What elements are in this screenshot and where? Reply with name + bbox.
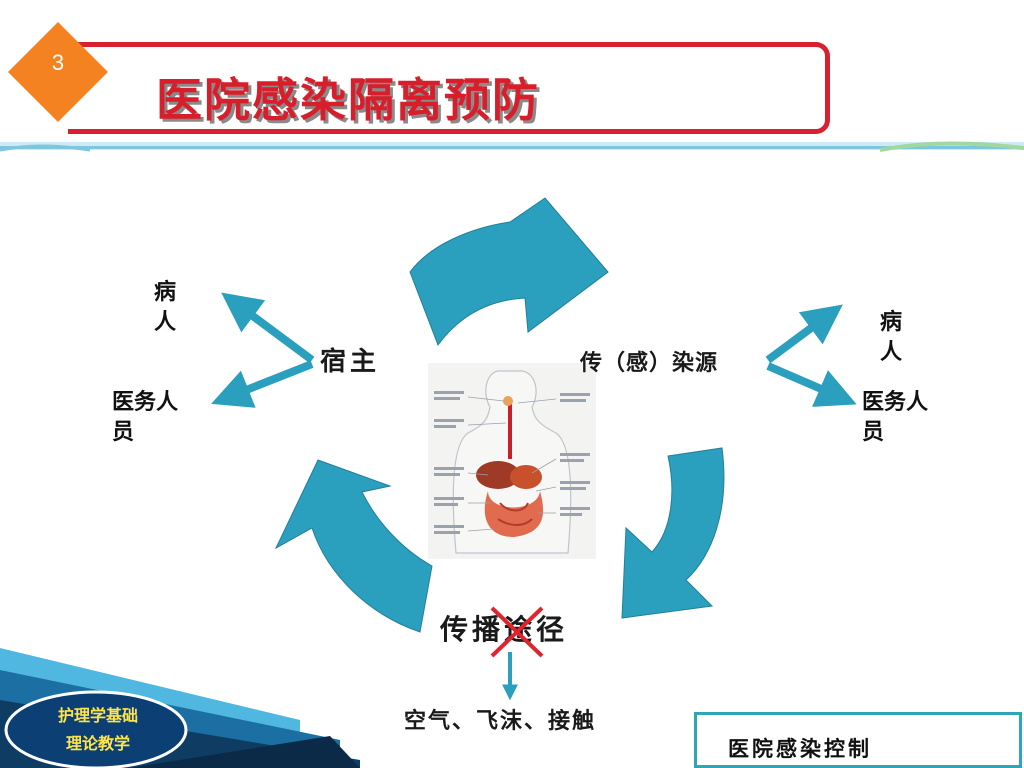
host-patient-label: 病 人 — [150, 278, 180, 338]
source-connectors — [768, 314, 842, 398]
source-medical-staff-label: 医务人 员 — [862, 388, 958, 448]
cycle-arrow-right — [622, 448, 724, 618]
course-badge-text: 护理学基础 理论教学 — [18, 702, 178, 758]
digestive-system-illustration — [428, 363, 596, 559]
course-name: 医院感染控制 — [728, 733, 872, 763]
host-connectors — [226, 302, 312, 398]
host-label: 宿主 — [320, 346, 380, 378]
infection-source-label: 传（感）染源 — [580, 348, 718, 380]
cycle-arrow-top — [410, 198, 608, 345]
host-medical-staff-label: 医务人 员 — [112, 388, 208, 448]
source-patient-label: 病 人 — [876, 308, 906, 368]
cycle-arrow-left — [276, 460, 432, 632]
